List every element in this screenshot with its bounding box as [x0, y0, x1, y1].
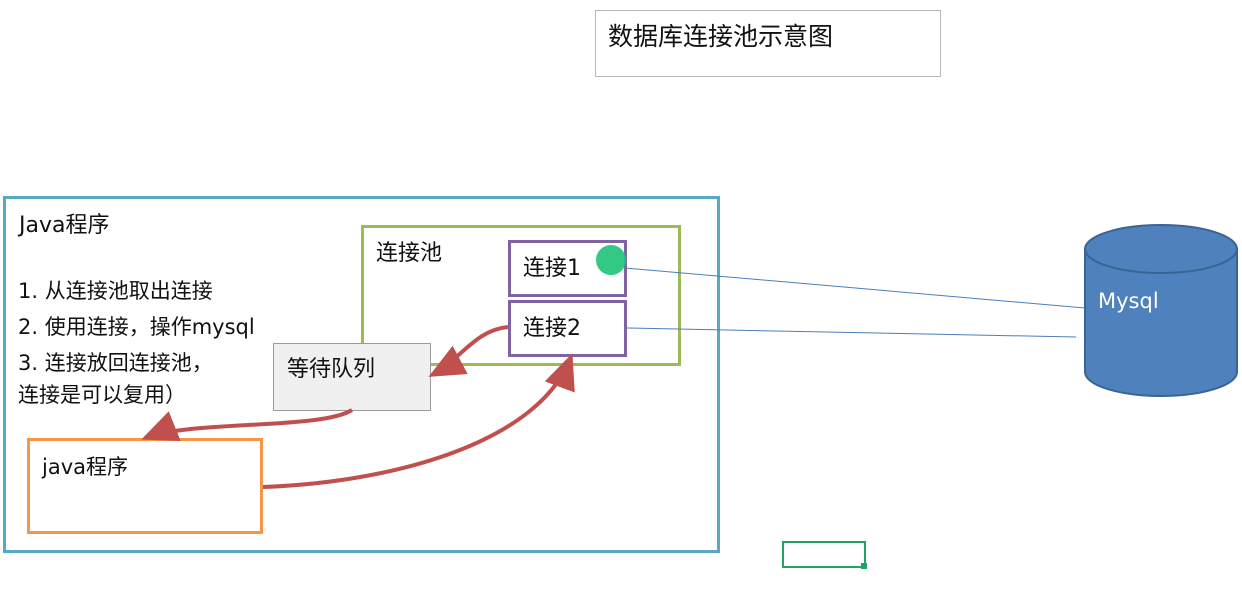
step-3-continued-text: 连接是可以复用） [18, 383, 186, 407]
fill-handle[interactable] [861, 563, 867, 569]
java-to-connection-arrow [262, 353, 575, 489]
step-1-text: 1. 从连接池取出连接 [18, 279, 213, 303]
diagram-title: 数据库连接池示意图 [608, 22, 834, 51]
wait-queue-to-java-arrow [141, 408, 354, 442]
java-program-title: Java程序 [19, 213, 110, 238]
step-2-text: 2. 使用连接，操作mysql [18, 315, 255, 339]
connection-1-label: 连接1 [523, 256, 581, 281]
java-program-2-box: java程序 [27, 438, 263, 534]
wait-queue-label: 等待队列 [287, 357, 376, 382]
mysql-label: Mysql [1098, 289, 1159, 313]
connection-2-db-line [626, 327, 1077, 338]
title-box: 数据库连接池示意图 [595, 10, 941, 77]
mysql-database-icon [1084, 224, 1238, 397]
step-3-text: 3. 连接放回连接池， [18, 351, 213, 375]
java-program-2-label: java程序 [42, 455, 128, 479]
java-program-container: Java程序 1. 从连接池取出连接 2. 使用连接，操作mysql 3. 连接… [3, 196, 720, 553]
connection-to-wait-queue-arrow [428, 325, 509, 377]
connection-2-label: 连接2 [523, 316, 581, 341]
wait-queue-box: 等待队列 [273, 343, 431, 411]
selection-marker-icon [596, 245, 626, 275]
selected-cell-indicator[interactable] [782, 541, 866, 568]
connection-pool-label: 连接池 [376, 241, 443, 266]
connection-1-db-line [624, 267, 1086, 309]
